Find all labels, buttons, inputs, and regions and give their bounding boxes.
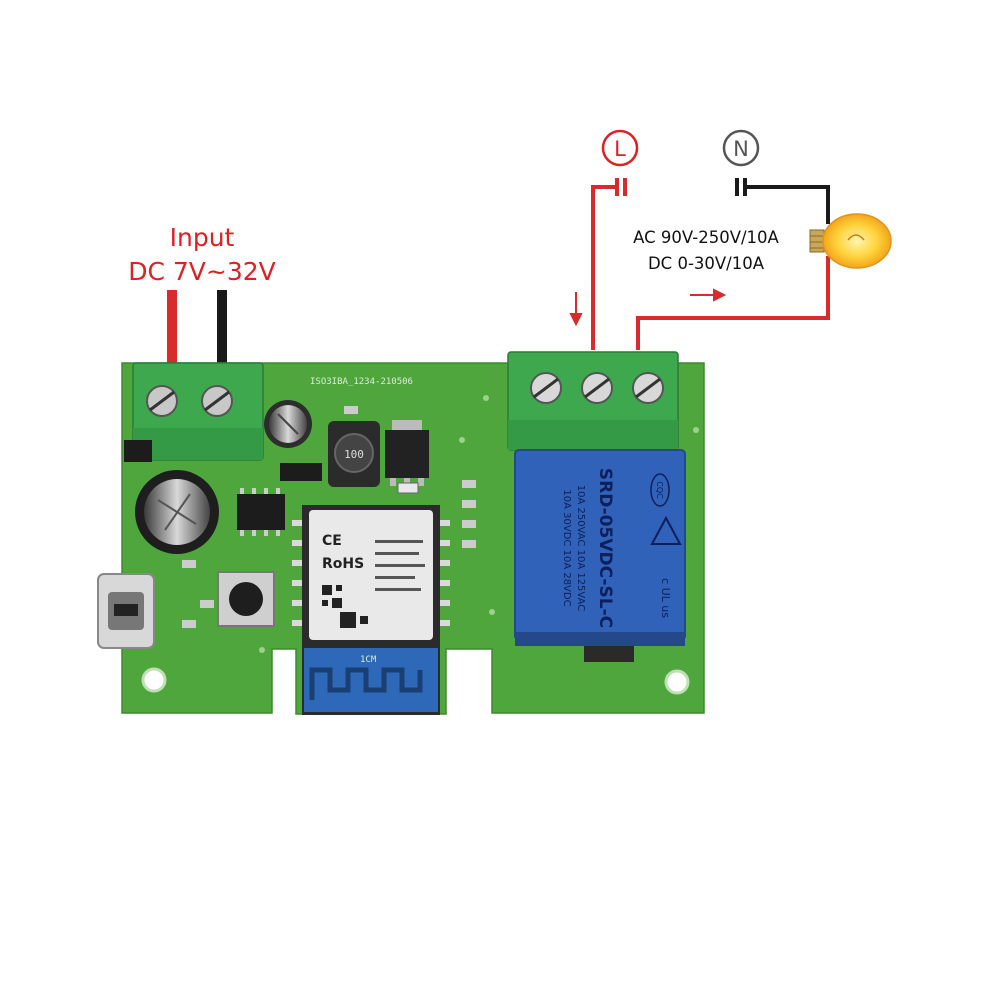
right-arrow-icon (690, 288, 727, 302)
dc-input-terminal-block (132, 362, 264, 461)
svg-text:N: N (733, 137, 749, 161)
smd-component (182, 560, 196, 568)
large-capacitor (135, 470, 219, 554)
relay-cqc-mark: CQC (655, 481, 664, 499)
smd-component (200, 600, 214, 608)
transistor (124, 440, 152, 462)
inductor: 100 (328, 421, 380, 487)
small-capacitor (264, 400, 312, 448)
load-spec-line1: AC 90V-250V/10A (633, 228, 779, 247)
reset-button (217, 571, 275, 627)
live-terminal-symbol: L (601, 129, 639, 167)
smd-component (462, 480, 476, 488)
input-label-line1: Input (170, 223, 235, 252)
ic-chip (237, 488, 285, 536)
neutral-connector-mark (735, 178, 747, 196)
board-silkscreen: ISO3IBA_1234-210506 (310, 377, 413, 387)
svg-text:100: 100 (344, 448, 364, 461)
module-fine-print (375, 540, 425, 591)
relay-model-label: SRD-05VDC-SL-C (595, 468, 615, 628)
light-bulb-icon (809, 213, 892, 269)
load-spec-line2: DC 0-30V/10A (648, 254, 765, 273)
dc-positive-wire (167, 290, 177, 370)
smd-component (462, 540, 476, 548)
micro-usb-port (97, 573, 155, 649)
neutral-terminal-symbol: N (722, 129, 760, 167)
dc-negative-wire (217, 290, 227, 370)
voltage-regulator (385, 420, 429, 486)
smd-component (397, 482, 419, 494)
warning-triangle-icon (650, 515, 682, 545)
pcb-vias (259, 395, 699, 653)
module-rohs-label: RoHS (322, 556, 364, 572)
relay-rating-1: 10A 250VAC 10A 125VAC (575, 485, 586, 612)
relay-ul-mark: c UL us (659, 578, 672, 618)
wifi-module: RoHS CE 1CM (292, 505, 450, 715)
down-arrow-icon (569, 292, 583, 327)
input-label-line2: DC 7V~32V (128, 257, 276, 286)
smd-component (462, 500, 476, 508)
relay-terminal-block (507, 351, 679, 451)
smd-component (344, 406, 358, 414)
module-antenna-mark: 1CM (360, 655, 377, 665)
mounting-hole (664, 669, 690, 695)
qr-code-icon (322, 585, 368, 628)
mounting-hole (141, 667, 167, 693)
smd-component (182, 620, 196, 628)
live-wire (591, 185, 615, 350)
relay-rating-2: 10A 30VDC 10A 28VDC (561, 489, 572, 606)
load-return-wire (636, 256, 830, 350)
smd-component (462, 520, 476, 528)
module-ce-label: CE (322, 533, 342, 549)
neutral-wire (747, 185, 830, 224)
live-connector-mark (615, 178, 627, 196)
svg-text:L: L (614, 137, 626, 161)
relay: SRD-05VDC-SL-C 10A 250VAC 10A 125VAC 10A… (514, 449, 686, 662)
smd-diode (280, 463, 322, 481)
